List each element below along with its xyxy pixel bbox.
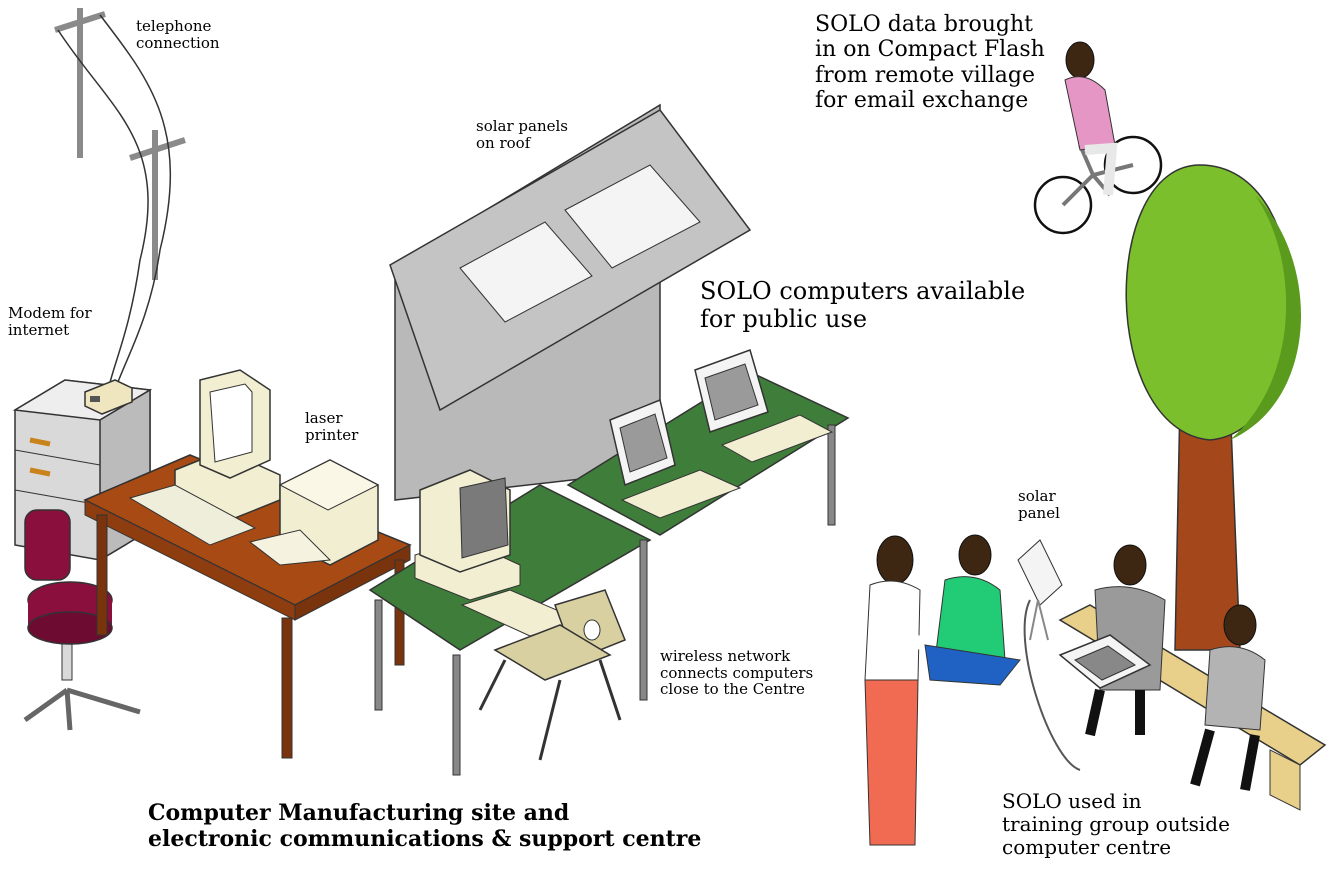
tree-icon bbox=[1125, 164, 1302, 651]
telephone-connection-label: telephone connection bbox=[136, 17, 220, 52]
child-icon bbox=[1190, 604, 1266, 791]
laser-printer-icon bbox=[248, 459, 380, 566]
chair-icon bbox=[478, 589, 626, 761]
solar-roof-icon bbox=[389, 103, 752, 501]
modem-label: Modem for internet bbox=[8, 304, 92, 339]
tablet-computer-icon bbox=[609, 349, 834, 519]
woman-icon bbox=[864, 535, 959, 846]
modem-icon bbox=[84, 379, 133, 415]
solo-training-label: SOLO used in training group outside comp… bbox=[1002, 789, 1230, 859]
telephone-pole-icon bbox=[54, 8, 186, 391]
solo-public-label: SOLO computers available for public use bbox=[700, 277, 1026, 333]
wireless-network-label: wireless network connects computers clos… bbox=[660, 647, 814, 698]
crt-monitor-icon bbox=[414, 469, 582, 637]
caption-title: Computer Manufacturing site and electron… bbox=[148, 800, 702, 853]
cyclist-icon bbox=[1033, 41, 1163, 235]
laser-printer-label: laser printer bbox=[305, 409, 359, 444]
child-icon bbox=[924, 534, 1021, 686]
solar-panel-label: solar panel bbox=[1018, 487, 1060, 522]
solo-data-bike-label: SOLO data brought in on Compact Flash fr… bbox=[815, 12, 1045, 113]
crt-monitor-icon bbox=[128, 369, 281, 546]
child-icon bbox=[1058, 544, 1166, 737]
solar-panel-icon bbox=[1017, 539, 1081, 771]
solar-panels-roof-label: solar panels on roof bbox=[476, 117, 568, 152]
